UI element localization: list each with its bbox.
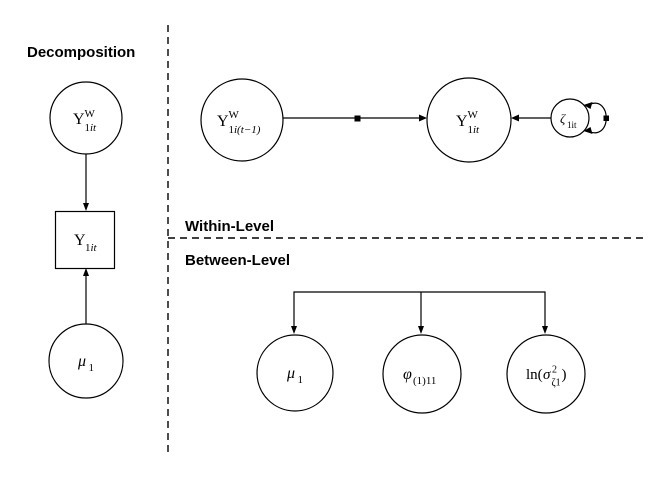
- arrowhead-into-between-logvariance: [542, 326, 548, 334]
- label-part-sup: W: [229, 109, 240, 121]
- node-within-innovation: [550, 98, 590, 138]
- node-within-lagged: [200, 78, 284, 162]
- node-between-logvariance: [506, 334, 586, 414]
- self-loop-arrowhead-top: [583, 102, 593, 109]
- random-variance-dot: [603, 115, 609, 121]
- label-part-subit: it: [90, 122, 97, 134]
- label-part-base: Y: [73, 111, 85, 128]
- arrowhead-into-current-left: [419, 114, 427, 122]
- label-part-sup: 2: [552, 365, 557, 376]
- label-part-subit: it: [473, 124, 480, 136]
- label-part-subnum: 1: [85, 122, 91, 134]
- label-within-lagged: Y W 1 i(t−1): [217, 105, 261, 137]
- decomposition-title: Decomposition: [27, 44, 135, 61]
- label-part-base: μ: [77, 353, 86, 370]
- label-part-base: σ: [543, 367, 551, 383]
- label-part-sub: 1it: [567, 120, 577, 130]
- label-part-base: Y: [74, 232, 86, 249]
- arrowhead-into-between-autoregression: [418, 326, 424, 334]
- label-part-sup: W: [468, 109, 479, 121]
- label-decomp-mean: μ 1: [77, 353, 94, 374]
- between-connector-bracket: [293, 291, 546, 330]
- label-decomp-latent-within: Y W 1 it: [73, 104, 99, 135]
- label-part-subnum: 1: [85, 242, 91, 254]
- label-part-sub: 1: [298, 374, 304, 386]
- label-part-base: φ: [403, 366, 412, 383]
- label-part-subit: it: [91, 242, 98, 254]
- label-part-base: μ: [286, 365, 295, 382]
- arrowhead-into-observed-bottom: [83, 268, 89, 276]
- label-between-logvariance: ln( σ 2 ζ1 ): [526, 361, 567, 390]
- label-decomp-observed: Y 1 it: [74, 232, 98, 255]
- node-decomp-mean: [48, 323, 124, 399]
- label-part-subit: i(t−1): [234, 124, 261, 136]
- label-part-pre: ln(: [526, 367, 543, 383]
- label-part-base: ζ: [560, 111, 566, 126]
- node-between-autoregression: [382, 334, 462, 414]
- label-part-post: ): [562, 367, 567, 383]
- random-slope-dot: [354, 115, 361, 122]
- arrowhead-into-observed-top: [83, 203, 89, 211]
- within-level-title: Within-Level: [185, 218, 274, 235]
- label-within-innovation: ζ 1it: [560, 111, 577, 130]
- arrowhead-into-between-mean: [291, 326, 297, 334]
- node-decomp-observed: [54, 210, 116, 270]
- label-part-base: Y: [456, 113, 468, 130]
- label-within-current: Y W 1 it: [456, 105, 482, 137]
- label-part-sup: W: [85, 108, 96, 120]
- label-between-mean: μ 1: [286, 365, 303, 386]
- label-part-sub: (1)11: [413, 375, 436, 387]
- label-between-autoregression: φ (1)11: [403, 366, 436, 387]
- label-part-base: Y: [217, 113, 229, 130]
- label-part-subnum: 1: [229, 124, 235, 136]
- node-between-mean: [256, 334, 334, 412]
- between-level-title: Between-Level: [185, 252, 290, 269]
- node-within-current: [426, 77, 512, 163]
- self-loop-arrowhead-bottom: [583, 127, 593, 134]
- label-part-sub: 1: [89, 362, 95, 374]
- label-part-sub: ζ1: [552, 378, 561, 389]
- label-part-subnum: 1: [468, 124, 474, 136]
